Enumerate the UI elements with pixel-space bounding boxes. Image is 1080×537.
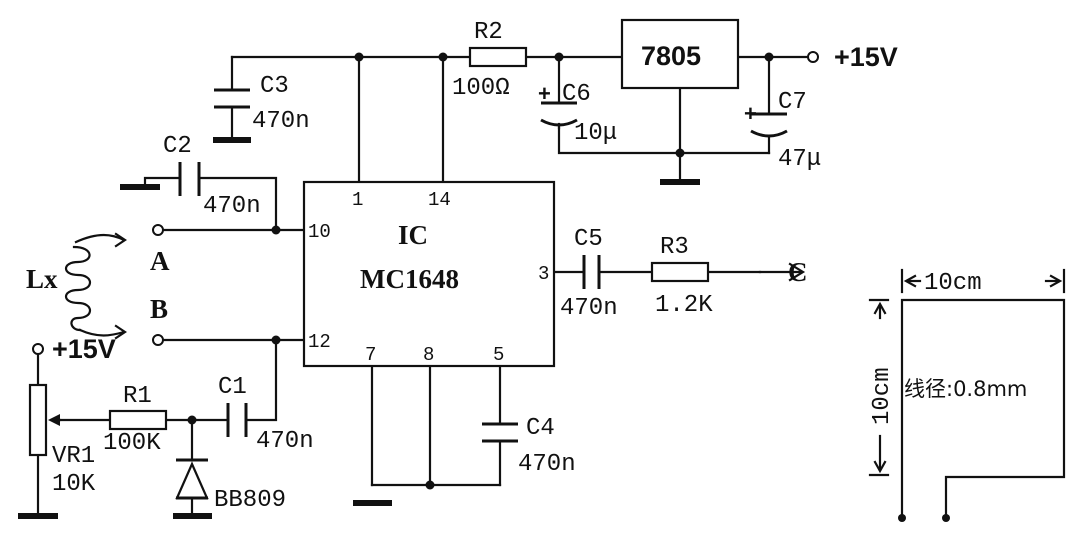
terminal-a-label: A	[150, 246, 170, 276]
coil-width-label: 10cm	[924, 270, 982, 297]
capacitor-c7: + C7 47μ	[744, 89, 821, 173]
c6-value: 10μ	[574, 120, 617, 147]
c4-value: 470n	[518, 451, 576, 478]
c5-value: 470n	[560, 295, 618, 322]
r3-name: R3	[660, 234, 689, 261]
capacitor-c6: + C6 10μ	[538, 81, 617, 147]
r1-value: 100K	[103, 430, 161, 457]
c7-name: C7	[778, 89, 807, 116]
r2-name: R2	[474, 19, 503, 46]
wires	[36, 55, 810, 516]
regulator-7805: 7805	[620, 18, 740, 90]
terminals: +15V A B C	[150, 42, 898, 346]
c3-name: C3	[260, 73, 289, 100]
pin-7-label: 7	[365, 344, 376, 366]
ic-body	[302, 180, 556, 368]
coil-dimension-drawing: 10cm 10cm 线径:0.8mm	[868, 268, 1066, 522]
top-supply-label: +15V	[834, 42, 898, 72]
c7-value: 47μ	[778, 146, 821, 173]
c1-value: 470n	[256, 428, 314, 455]
pin-1-label: 1	[352, 189, 363, 211]
lx-label: Lx	[26, 264, 58, 294]
c2-name: C2	[163, 133, 192, 160]
ic-mc1648: IC MC1648 1 14 10 12 3 7 8 5	[302, 180, 556, 368]
inductor-lx: Lx	[26, 232, 127, 340]
c6-polarity-mark: +	[538, 81, 551, 106]
coil-wire-gauge: 线径:0.8mm	[904, 377, 1027, 401]
terminal-b-label: B	[150, 294, 168, 324]
c7-polarity-mark: +	[744, 101, 757, 126]
c2-value: 470n	[203, 193, 261, 220]
r2-value: 100Ω	[452, 75, 510, 102]
c4-name: C4	[526, 415, 555, 442]
ic-part-number: MC1648	[360, 264, 459, 294]
c1-name: C1	[218, 374, 247, 401]
r1-name: R1	[123, 383, 152, 410]
c3-value: 470n	[252, 108, 310, 135]
pin-14-label: 14	[428, 189, 451, 211]
capacitor-c4: C4 470n	[482, 415, 576, 478]
capacitor-c1: C1 470n	[218, 374, 314, 455]
capacitor-c2: C2 470n	[163, 133, 261, 220]
left-supply-label: +15V	[52, 334, 116, 364]
r3-value: 1.2K	[655, 292, 713, 319]
vr1-supply-terminal	[32, 343, 44, 355]
resistor-r3: R3 1.2K	[650, 234, 713, 319]
output-c-label: C	[788, 257, 808, 287]
junction-dots	[187, 52, 774, 490]
pin-12-label: 12	[308, 331, 331, 353]
pin-5-label: 5	[493, 344, 504, 366]
potentiometer-vr1: +15V VR1 10K	[28, 334, 116, 498]
resistor-r1: R1 100K	[103, 383, 168, 457]
pin-3-label: 3	[538, 263, 549, 285]
c6-name: C6	[562, 81, 591, 108]
vr1-value: 10K	[52, 471, 96, 498]
diode-label: BB809	[214, 487, 286, 514]
coil-height-label: 10cm	[869, 367, 896, 425]
resistor-r2: R2 100Ω	[452, 19, 528, 102]
ground-symbols	[18, 137, 700, 519]
diode-bb809: BB809	[175, 458, 286, 514]
regulator-label: 7805	[641, 41, 701, 71]
pin-10-label: 10	[308, 221, 331, 243]
terminal-a	[152, 224, 164, 236]
vr1-name: VR1	[52, 443, 95, 470]
pin-8-label: 8	[423, 344, 434, 366]
c5-name: C5	[574, 226, 603, 253]
terminal-b	[152, 334, 164, 346]
ic-label: IC	[398, 220, 428, 250]
supply-terminal-top	[807, 51, 819, 63]
capacitor-c3: C3 470n	[214, 73, 310, 142]
capacitor-c5: C5 470n	[560, 226, 618, 322]
